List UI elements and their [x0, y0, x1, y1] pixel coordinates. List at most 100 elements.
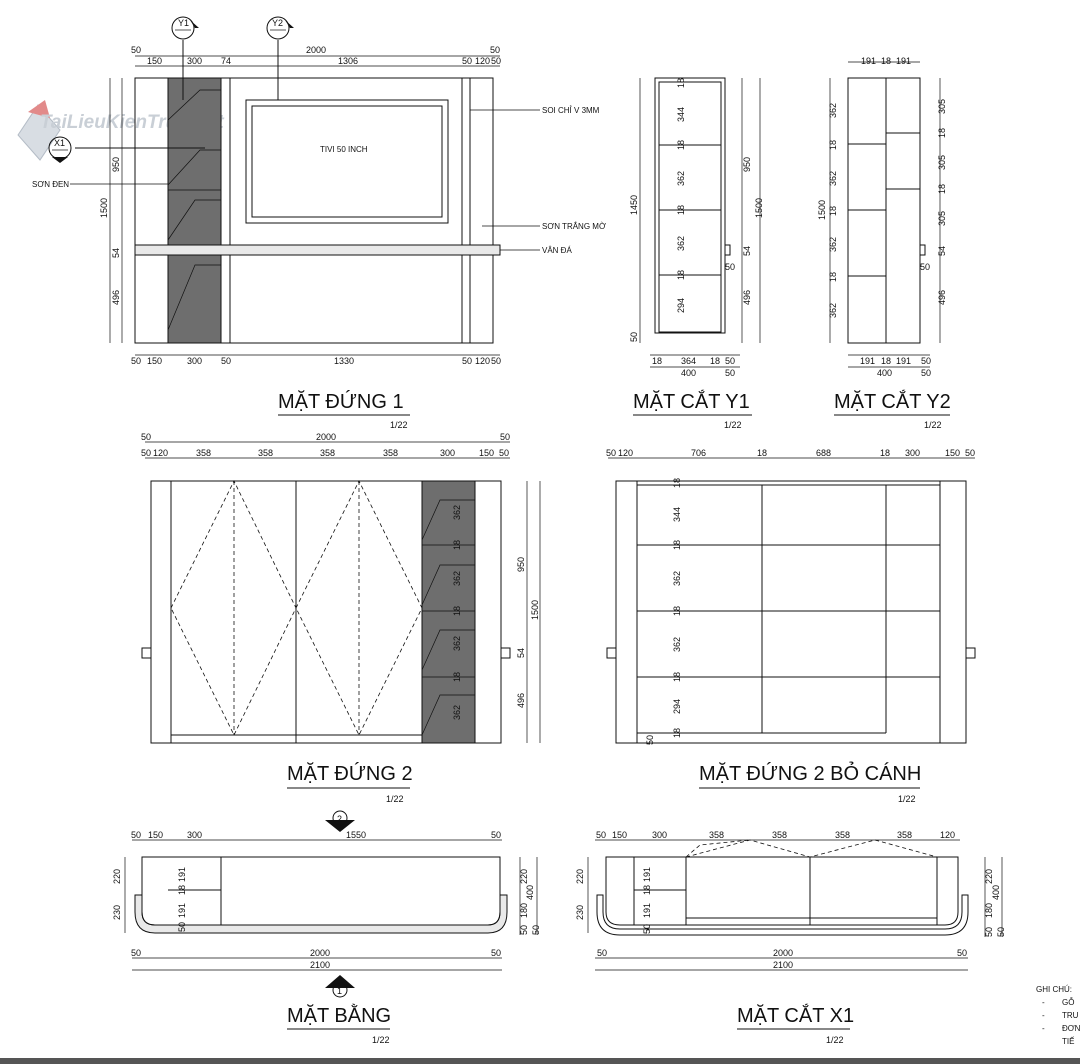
svg-text:191: 191	[896, 356, 911, 366]
svg-text:50: 50	[500, 432, 510, 442]
svg-text:400: 400	[681, 368, 696, 378]
sec-x1-title: MẶT CẮT X1	[737, 1003, 854, 1027]
svg-text:54: 54	[516, 648, 526, 658]
svg-text:1550: 1550	[346, 830, 366, 840]
svg-text:50: 50	[725, 356, 735, 366]
elevation-2-no-doors: 18 344 18 362 18 362 18 294 18 50 50 120…	[606, 448, 976, 804]
svg-text:18: 18	[828, 140, 838, 150]
svg-text:400: 400	[525, 885, 535, 900]
svg-text:305: 305	[937, 155, 947, 170]
section-marker-x1: X1	[48, 136, 72, 163]
svg-text:50: 50	[491, 56, 501, 66]
svg-text:50: 50	[131, 830, 141, 840]
svg-text:191: 191	[642, 867, 652, 882]
svg-text:496: 496	[516, 693, 526, 708]
svg-text:150: 150	[147, 356, 162, 366]
label-stone: VÂN ĐÁ	[542, 246, 572, 255]
svg-text:1/22: 1/22	[924, 420, 942, 430]
svg-text:50: 50	[996, 927, 1006, 937]
svg-text:496: 496	[111, 290, 121, 305]
section-y1: 18 344 18 362 18 362 18 294 1450 50 950 …	[629, 77, 764, 430]
svg-text:50: 50	[491, 356, 501, 366]
svg-text:120: 120	[475, 356, 490, 366]
sec-y1-title: MẶT CẮT Y1	[633, 389, 750, 413]
svg-text:50: 50	[491, 948, 501, 958]
label-white-paint: SƠN TRẮNG MỜ	[542, 222, 606, 231]
svg-text:18: 18	[452, 672, 462, 682]
svg-text:50: 50	[131, 948, 141, 958]
svg-text:362: 362	[828, 237, 838, 252]
svg-text:358: 358	[320, 448, 335, 458]
svg-text:18: 18	[676, 140, 686, 150]
svg-text:300: 300	[652, 830, 667, 840]
svg-text:X1: X1	[54, 138, 65, 148]
svg-text:18: 18	[642, 885, 652, 895]
svg-text:1500: 1500	[99, 198, 109, 218]
svg-text:18: 18	[881, 356, 891, 366]
svg-text:300: 300	[905, 448, 920, 458]
svg-text:220: 220	[519, 869, 529, 884]
svg-text:230: 230	[112, 905, 122, 920]
svg-text:18: 18	[710, 356, 720, 366]
svg-text:358: 358	[258, 448, 273, 458]
svg-text:50: 50	[491, 830, 501, 840]
svg-text:191: 191	[177, 867, 187, 882]
section-marker-y2: Y2	[266, 16, 294, 100]
tv-label: TIVI 50 INCH	[320, 145, 368, 154]
svg-text:50: 50	[597, 948, 607, 958]
svg-text:1500: 1500	[754, 198, 764, 218]
svg-text:191: 191	[642, 903, 652, 918]
svg-text:358: 358	[897, 830, 912, 840]
svg-text:358: 358	[709, 830, 724, 840]
svg-text:300: 300	[187, 56, 202, 66]
sec-y2-title: MẶT CẮT Y2	[834, 389, 951, 413]
svg-text:300: 300	[187, 830, 202, 840]
svg-text:362: 362	[452, 705, 462, 720]
svg-text:Y2: Y2	[272, 18, 283, 28]
svg-text:50: 50	[921, 368, 931, 378]
svg-text:50: 50	[596, 830, 606, 840]
svg-text:18: 18	[672, 728, 682, 738]
svg-text:1/22: 1/22	[826, 1035, 844, 1045]
svg-text:18: 18	[452, 606, 462, 616]
svg-text:344: 344	[676, 107, 686, 122]
svg-text:362: 362	[672, 571, 682, 586]
elev2b-title: MẶT ĐỨNG 2 BỎ CÁNH	[699, 761, 921, 785]
svg-text:50: 50	[645, 735, 655, 745]
plan-marker-1: 1	[337, 986, 342, 996]
svg-text:2100: 2100	[773, 960, 793, 970]
svg-text:191: 191	[861, 56, 876, 66]
notes-heading: GHI CHÚ:	[1036, 985, 1072, 994]
svg-text:2100: 2100	[310, 960, 330, 970]
svg-text:180: 180	[519, 903, 529, 918]
svg-text:50: 50	[920, 262, 930, 272]
section-marker-y1: Y1	[171, 16, 199, 100]
svg-text:50: 50	[131, 45, 141, 55]
svg-text:18: 18	[672, 606, 682, 616]
svg-text:50: 50	[141, 448, 151, 458]
svg-text:362: 362	[452, 636, 462, 651]
svg-text:358: 358	[196, 448, 211, 458]
note-item: TIẾ	[1062, 1036, 1074, 1046]
note-item: GỖ	[1062, 998, 1074, 1007]
svg-text:2000: 2000	[310, 948, 330, 958]
svg-text:294: 294	[676, 298, 686, 313]
svg-text:54: 54	[937, 246, 947, 256]
svg-text:120: 120	[940, 830, 955, 840]
svg-text:150: 150	[148, 830, 163, 840]
svg-text:50: 50	[490, 45, 500, 55]
elev1-outline	[134, 77, 494, 344]
svg-text:1/22: 1/22	[386, 794, 404, 804]
svg-text:305: 305	[937, 99, 947, 114]
svg-text:362: 362	[676, 236, 686, 251]
svg-text:50: 50	[462, 56, 472, 66]
svg-text:950: 950	[111, 157, 121, 172]
svg-text:120: 120	[153, 448, 168, 458]
svg-text:400: 400	[991, 885, 1001, 900]
svg-text:191: 191	[177, 903, 187, 918]
svg-text:54: 54	[742, 246, 752, 256]
svg-text:150: 150	[479, 448, 494, 458]
svg-text:362: 362	[676, 171, 686, 186]
svg-text:50: 50	[531, 925, 541, 935]
svg-text:50: 50	[177, 922, 187, 932]
